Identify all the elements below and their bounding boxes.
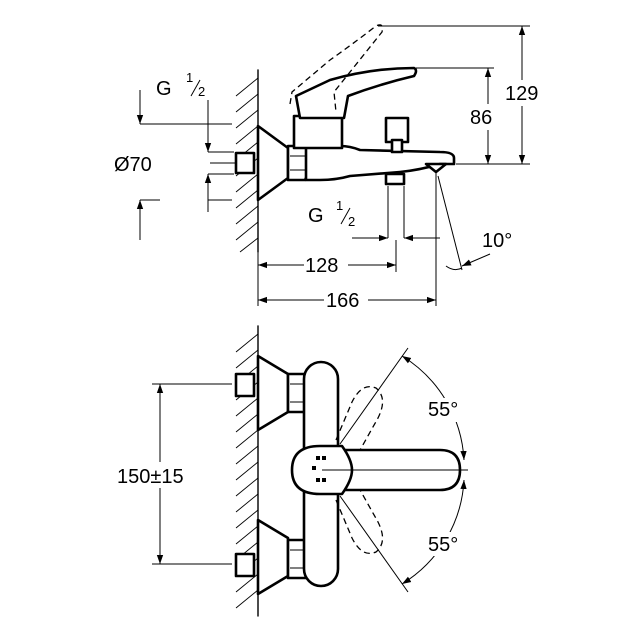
angle-55-top-label: 55° bbox=[428, 399, 458, 421]
dim-129-label: 129 bbox=[505, 83, 538, 105]
rosette-front-bottom bbox=[256, 518, 290, 596]
thread-spout-numerator: 1 bbox=[336, 198, 343, 213]
diverter-button-side bbox=[384, 116, 410, 144]
dim-150: 150±15 bbox=[116, 383, 232, 565]
thread-dim-spout: G 1 2 bbox=[308, 186, 440, 242]
dim-86: 86 bbox=[416, 67, 502, 164]
thread-top-g: G bbox=[156, 78, 172, 100]
diverter-stem-side bbox=[390, 138, 404, 154]
connection-nipple-side bbox=[234, 151, 256, 175]
lever-side bbox=[294, 66, 418, 120]
lever-position-down-dashed bbox=[335, 471, 384, 555]
dim-128-label: 128 bbox=[305, 255, 338, 277]
angle-55-bottom-label: 55° bbox=[428, 534, 458, 556]
angle-10: 10° bbox=[435, 172, 512, 306]
lever-position-up-dashed bbox=[335, 385, 384, 469]
diameter-label: Ø70 bbox=[114, 154, 152, 176]
thread-dim-top: G 1 2 bbox=[136, 70, 234, 240]
angle-55-arcs: 55° 55° bbox=[322, 347, 474, 593]
wall-hatch-side bbox=[235, 77, 259, 253]
dim-86-label: 86 bbox=[470, 107, 492, 129]
dim-166: 166 bbox=[258, 288, 436, 312]
connection-nipple-front-bottom bbox=[234, 552, 256, 578]
shower-outlet-side bbox=[384, 172, 406, 186]
cartridge-housing-side bbox=[292, 114, 344, 150]
dim-128: 128 bbox=[257, 240, 397, 306]
side-view: G 1 2 Ø70 129 86 G 1 bbox=[114, 24, 547, 312]
thread-spout-denominator: 2 bbox=[348, 214, 355, 229]
spout-outlet-side bbox=[424, 162, 448, 174]
dim-129: 129 bbox=[378, 25, 547, 165]
rosette-side bbox=[256, 124, 290, 202]
rosette-front-top bbox=[256, 354, 290, 432]
connection-nipple-front-top bbox=[234, 372, 256, 398]
dim-166-label: 166 bbox=[326, 290, 359, 312]
thread-spout-g: G bbox=[308, 205, 324, 227]
thread-top-denominator: 2 bbox=[198, 84, 205, 99]
dim-150-label: 150±15 bbox=[117, 466, 184, 488]
thread-top-numerator: 1 bbox=[186, 70, 193, 85]
front-view: 150±15 55° 55° bbox=[116, 325, 474, 617]
angle-10-label: 10° bbox=[482, 230, 512, 252]
